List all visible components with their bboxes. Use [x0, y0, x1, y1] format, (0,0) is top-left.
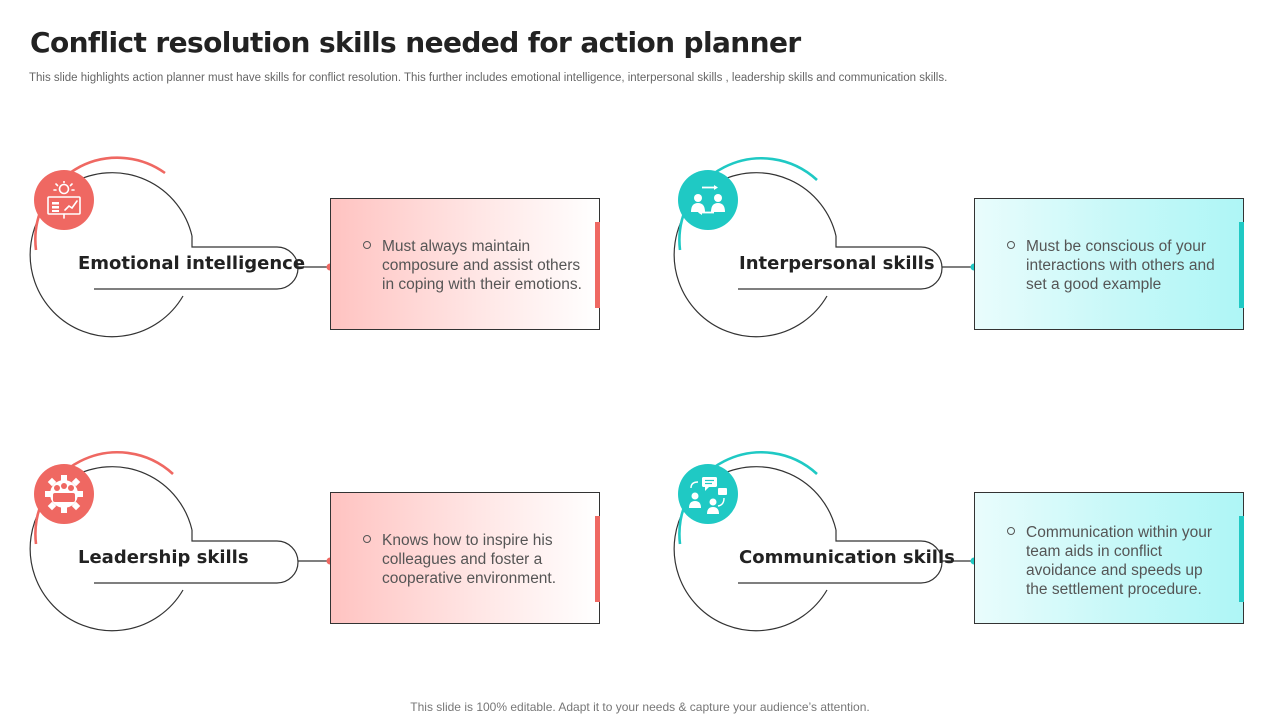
skill-description-box: Must always maintain composure and assis… [330, 198, 600, 330]
skill-description-box: Communication within your team aids in c… [974, 492, 1244, 624]
skill-description-item: Must be conscious of your interactions w… [1007, 237, 1227, 294]
accent-bar [595, 222, 600, 308]
page-subtitle: This slide highlights action planner mus… [29, 72, 948, 84]
skill-description-item: Must always maintain composure and assis… [363, 237, 583, 294]
skill-label: Leadership skills [78, 547, 249, 568]
skill-frame [29, 156, 334, 338]
team-gear-icon [34, 464, 94, 524]
presentation-chart-icon [34, 170, 94, 230]
bullet-icon [363, 241, 371, 249]
bullet-icon [363, 535, 371, 543]
bullet-icon [1007, 241, 1015, 249]
skill-description: Communication within your team aids in c… [1026, 524, 1213, 598]
skill-card-interpersonal-skills: Interpersonal skills Must be conscious o… [673, 157, 1280, 338]
page-title: Conflict resolution skills needed for ac… [30, 26, 801, 59]
skill-card-emotional-intelligence: Emotional intelligence Must always maint… [29, 156, 652, 338]
footer-note: This slide is 100% editable. Adapt it to… [410, 700, 870, 714]
skill-description-item: Communication within your team aids in c… [1007, 523, 1227, 599]
people-exchange-icon [678, 170, 738, 230]
skill-frame [673, 157, 978, 338]
skill-description-item: Knows how to inspire his colleagues and … [363, 531, 583, 588]
skill-description: Knows how to inspire his colleagues and … [382, 532, 557, 587]
skill-description-box: Knows how to inspire his colleagues and … [330, 492, 600, 624]
skill-description: Must always maintain composure and assis… [382, 238, 582, 293]
skill-description: Must be conscious of your interactions w… [1026, 238, 1215, 293]
accent-bar [1239, 222, 1244, 308]
accent-bar [1239, 516, 1244, 602]
bullet-icon [1007, 527, 1015, 535]
accent-bar [595, 516, 600, 602]
chat-people-icon [678, 464, 738, 524]
skill-card-communication-skills: Communication skills Communication withi… [673, 451, 1280, 632]
skill-label: Emotional intelligence [78, 253, 306, 274]
skill-card-leadership-skills: Leadership skills Knows how to inspire h… [29, 451, 652, 632]
skill-label: Interpersonal skills [739, 253, 935, 274]
skill-description-box: Must be conscious of your interactions w… [974, 198, 1244, 330]
skill-label: Communication skills [739, 547, 955, 568]
